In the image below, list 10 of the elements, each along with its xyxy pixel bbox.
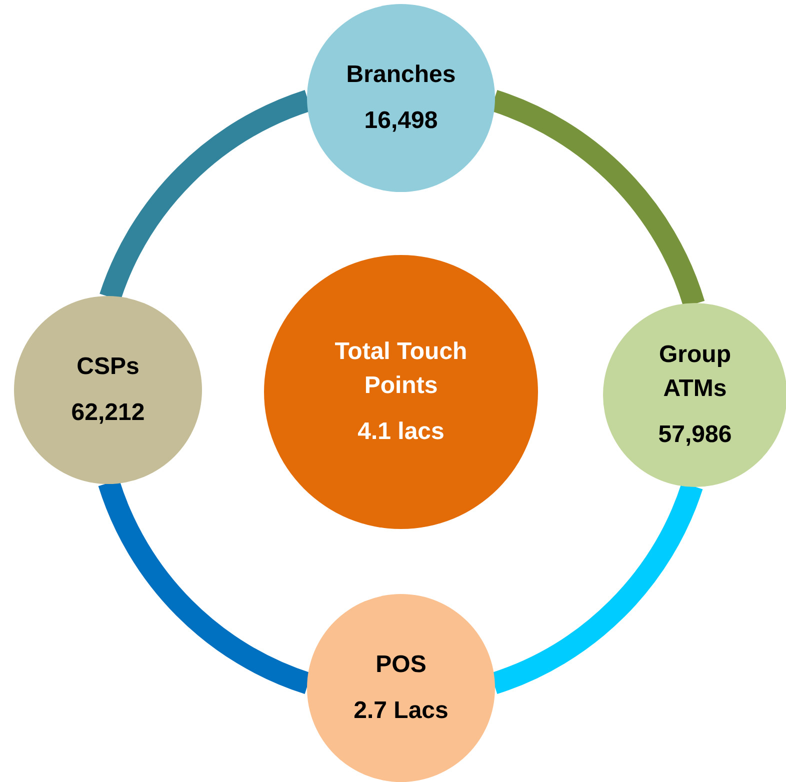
node-title: Group ATMs — [658, 340, 732, 404]
node-value: 2.7 Lacs — [354, 696, 448, 726]
node-title: Total Touch Points — [334, 337, 468, 401]
node-title: CSPs — [76, 352, 140, 382]
node-value: 4.1 lacs — [358, 417, 444, 447]
node-title: Branches — [346, 60, 456, 90]
node-value: 57,986 — [658, 420, 732, 450]
node-value: 62,212 — [71, 398, 145, 428]
node-title: POS — [376, 650, 426, 680]
node-value: 16,498 — [364, 106, 438, 136]
